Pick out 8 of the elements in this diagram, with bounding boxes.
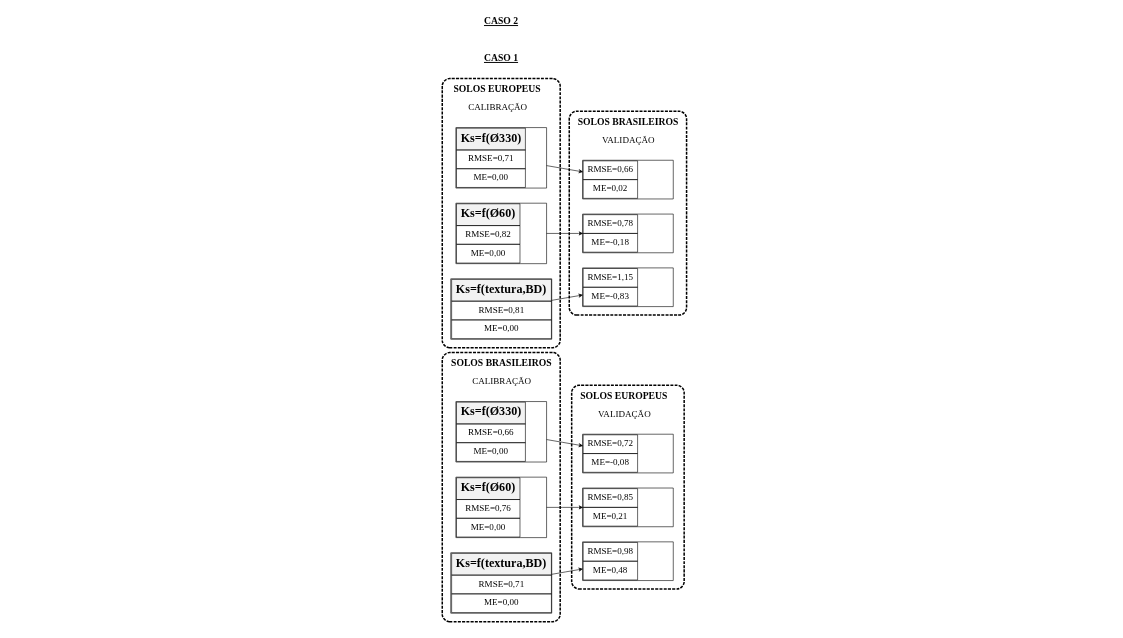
arrow [545,439,583,448]
arrow [551,567,583,575]
arrow [545,505,583,510]
arrow [551,293,583,301]
label: CASO 2 [483,15,518,27]
arrow [545,231,583,236]
label: CASO 1 [483,51,518,63]
arrow [545,165,583,174]
